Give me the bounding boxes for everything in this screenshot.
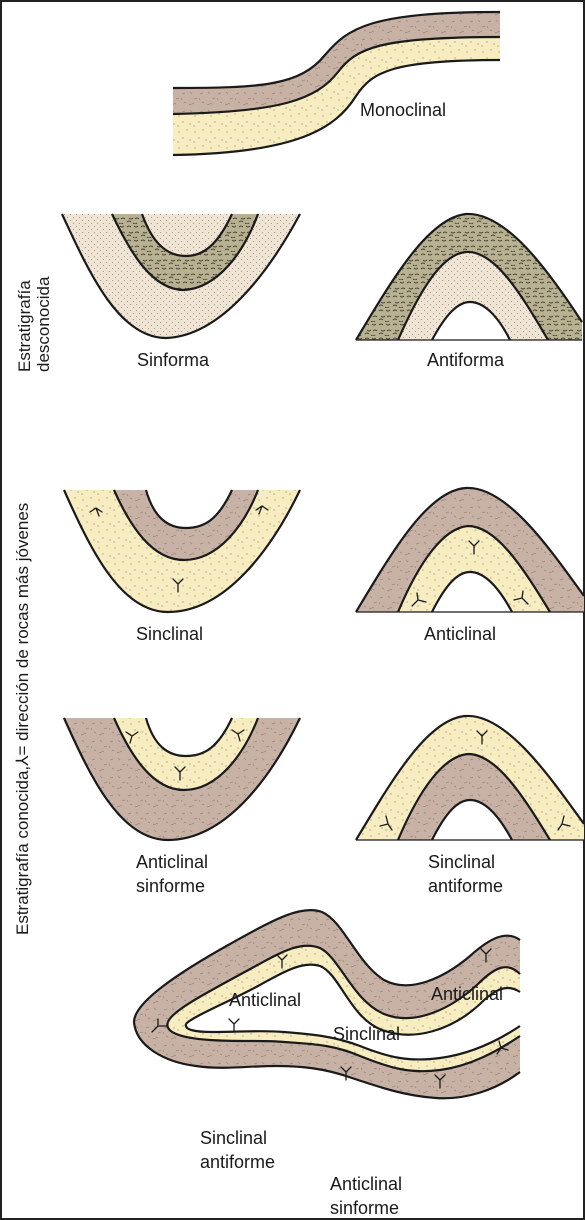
complex-fold <box>129 910 520 1098</box>
anticlinal-sinforme-label-line2: sinforme <box>136 876 205 896</box>
side-label-unknown-line1: Estratigrafía <box>15 280 34 372</box>
complex-sinclinal-antiforme-label-line2: antiforme <box>200 1152 275 1172</box>
monoclinal-label: Monoclinal <box>360 100 446 120</box>
anticlinal-label: Anticlinal <box>424 624 496 644</box>
complex-anticlinal-sinforme-label-line1: Anticlinal <box>330 1174 402 1194</box>
sinclinal-antiforme-fold <box>356 716 584 840</box>
complex-sinclinal-label: Sinclinal <box>333 1024 400 1044</box>
sinclinal-antiforme-label-line2: antiforme <box>428 876 503 896</box>
antiforma-label: Antiforma <box>427 350 505 370</box>
complex-anticlinal-sinforme-label-line2: sinforme <box>330 1198 399 1218</box>
complex-anticlinal-right-label: Anticlinal <box>431 984 503 1004</box>
side-label-known: Estratigrafía conocida,⅄= dirección de r… <box>13 503 32 935</box>
complex-anticlinal-left-label: Anticlinal <box>229 990 301 1010</box>
sinclinal-antiforme-label-line1: Sinclinal <box>428 852 495 872</box>
anticlinal-sinforme-fold <box>64 718 300 840</box>
anticlinal-sinforme-label-line1: Anticlinal <box>136 852 208 872</box>
antiforma-fold <box>356 214 582 340</box>
sinforma-label: Sinforma <box>137 350 210 370</box>
anticlinal-fold <box>356 488 584 612</box>
sinclinal-label: Sinclinal <box>136 624 203 644</box>
side-label-unknown-line2: desconocida <box>34 276 53 372</box>
complex-sinclinal-antiforme-label-line1: Sinclinal <box>200 1128 267 1148</box>
monoclinal-fold <box>173 12 500 155</box>
sinforma-fold <box>62 214 300 338</box>
